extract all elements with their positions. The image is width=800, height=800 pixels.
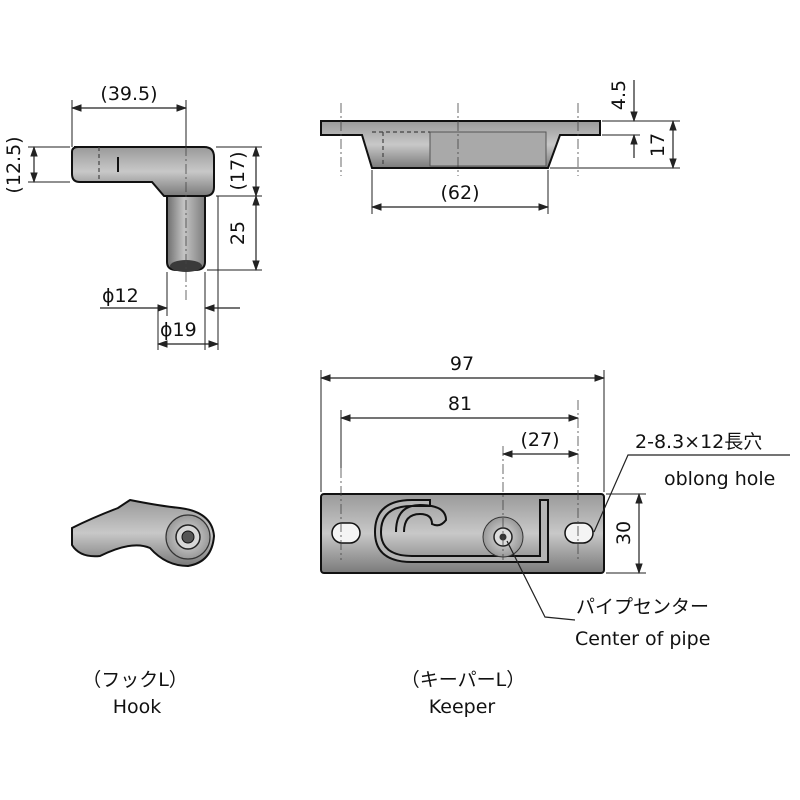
hook-pin-end	[170, 260, 202, 272]
note-hole-en: oblong hole	[664, 468, 775, 490]
leader-oblong-hole	[593, 454, 790, 533]
hook-top-view: （フックL） Hook	[71, 498, 216, 718]
keeper-top-view: 97 81 (27) 30 2-8.3×12長穴 oblong hole パイプ…	[319, 353, 790, 718]
dim-keeper-total-height: 17	[647, 133, 669, 157]
dim-keeper-overall-length: 97	[450, 353, 474, 375]
dim-keeper-hole-pitch: 81	[448, 393, 472, 415]
oblong-hole-left	[331, 522, 361, 544]
dim-hook-collar-diameter: ϕ19	[160, 319, 197, 341]
hook-side-view: (39.5) (12.5) (17) 25 ϕ12 ϕ19	[3, 83, 262, 350]
dim-hook-pin-length: 25	[227, 221, 249, 245]
dim-hook-overall-height: (17)	[227, 151, 249, 190]
dim-keeper-pipe-offset: (27)	[520, 429, 559, 451]
hook-label-jp: （フックL）	[82, 669, 188, 691]
hook-label-en: Hook	[113, 696, 162, 718]
keeper-label-en: Keeper	[429, 696, 496, 718]
keeper-hook-notch	[395, 503, 448, 533]
dim-hook-width: (39.5)	[100, 83, 157, 105]
note-pipe-jp: パイプセンター	[576, 596, 709, 618]
note-pipe-en: Center of pipe	[575, 628, 710, 650]
leader-pipe-center	[506, 540, 576, 621]
dim-keeper-height: 30	[613, 521, 635, 545]
keeper-side-view: 4.5 17 (62)	[320, 80, 680, 214]
keeper-label-jp: （キーパーL）	[401, 669, 525, 691]
oblong-hole-right	[564, 522, 594, 544]
note-hole-jp: 2-8.3×12長穴	[635, 431, 762, 453]
dim-hook-pin-diameter: ϕ12	[102, 285, 139, 307]
hook-head	[71, 146, 215, 197]
dim-keeper-plate-thickness: 4.5	[608, 80, 630, 110]
dim-hook-head-height: (12.5)	[3, 136, 25, 193]
dim-keeper-body-length: (62)	[440, 182, 479, 204]
